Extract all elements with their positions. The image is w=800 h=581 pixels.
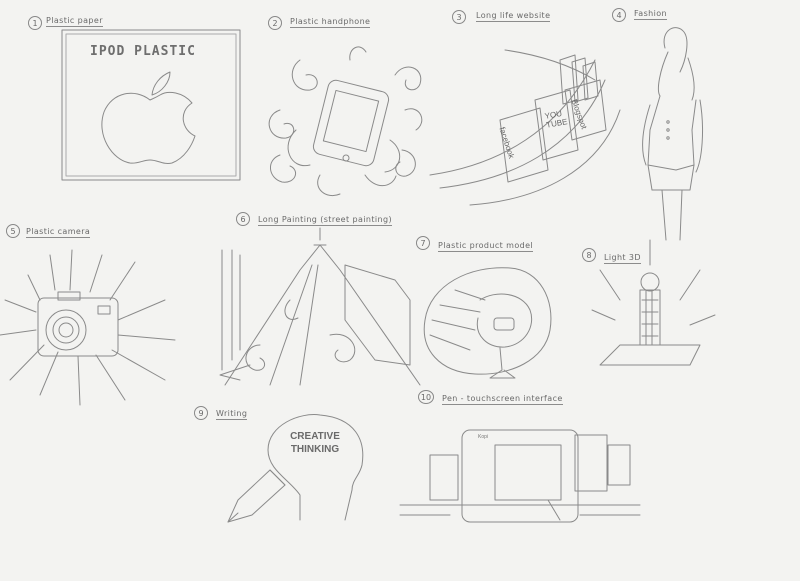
sketch-title-6: Long Painting (street painting) xyxy=(258,215,392,226)
sketch-number-2: 2 xyxy=(268,16,282,30)
street-painting-drawing xyxy=(219,227,421,386)
sketch-title-10: Pen - touchscreen interface xyxy=(442,394,563,405)
fashion-figure-drawing xyxy=(642,27,704,241)
plastic-camera-drawing xyxy=(0,249,176,406)
light-3d-drawing xyxy=(591,239,716,366)
sketch-number-7: 7 xyxy=(416,236,430,250)
sketch-number-3: 3 xyxy=(452,10,466,24)
plastic-handphone-drawing xyxy=(268,46,423,196)
creative-word: CREATIVE xyxy=(290,431,340,442)
ipod-plastic-sign: IPOD PLASTIC xyxy=(90,44,196,59)
sketch-title-7: Plastic product model xyxy=(438,241,534,252)
egg-chair-drawing xyxy=(423,267,552,379)
sketch-number-10: 10 xyxy=(418,390,434,404)
screen-title-text: Kopi xyxy=(478,434,489,440)
sketch-title-1: Plastic paper xyxy=(46,16,103,27)
sketch-title-4: Fashion xyxy=(634,9,667,20)
long-life-website-drawing xyxy=(429,49,621,206)
sketch-title-2: Plastic handphone xyxy=(290,17,371,28)
thinking-word: THINKING xyxy=(290,444,340,455)
creative-thinking-text: CREATIVE THINKING xyxy=(280,430,350,456)
sketch-number-5: 5 xyxy=(6,224,20,238)
creative-thinking-drawing xyxy=(227,414,364,523)
sketch-title-8: Light 3D xyxy=(604,253,641,264)
touchscreen-interface-drawing xyxy=(399,429,641,523)
sketch-number-9: 9 xyxy=(194,406,208,420)
ipod-plastic-paper-drawing xyxy=(61,29,241,181)
sketch-number-6: 6 xyxy=(236,212,250,226)
sketch-title-3: Long life website xyxy=(476,11,551,22)
sketch-number-4: 4 xyxy=(612,8,626,22)
sketch-number-1: 1 xyxy=(28,16,42,30)
sketch-number-8: 8 xyxy=(582,248,596,262)
sketch-title-9: Writing xyxy=(216,409,248,420)
sketch-title-5: Plastic camera xyxy=(26,227,91,238)
